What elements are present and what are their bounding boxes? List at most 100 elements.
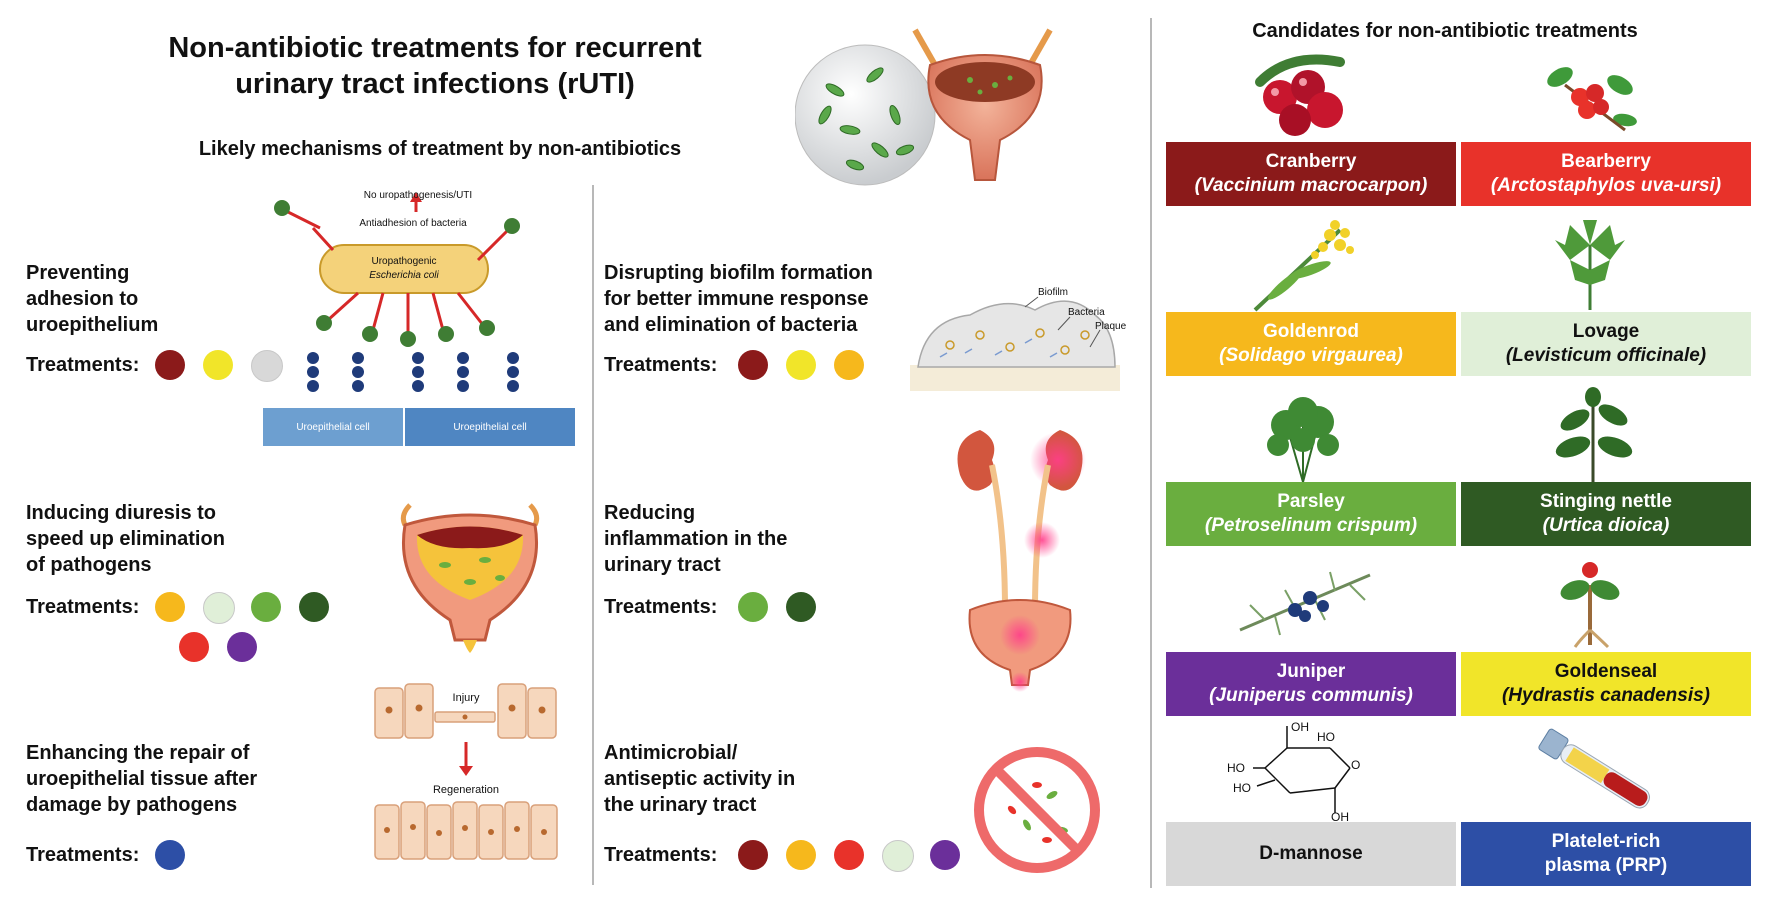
candidate-name-d-mannose: D-mannose <box>1259 843 1363 864</box>
mechanism-adhesion-line-1: Preventing <box>26 262 130 284</box>
mechanism-adhesion-line-2: adhesion to <box>26 288 139 310</box>
biofilm-label: Biofilm <box>1038 287 1069 298</box>
candidate-name-goldenrod: Goldenrod <box>1262 321 1360 342</box>
mannose-ho-left-2: HO <box>1233 781 1251 795</box>
treatment-dot-adhesion-3 <box>251 350 283 382</box>
stinging-nettle-icon <box>1555 387 1633 483</box>
tissue-repair-diagram: Injury Regeneration <box>370 680 565 880</box>
candidate-name-parsley: Parsley <box>1277 491 1345 512</box>
candidate-box-lovage: Lovage (Levisticum officinale) <box>1461 312 1751 376</box>
d-mannose-structure: OH HO O HO HO OH <box>1225 718 1385 824</box>
mannose-oh-bottom: OH <box>1331 810 1349 824</box>
treatment-dot-biofilm-1 <box>738 350 768 380</box>
mannose-o-ring: O <box>1351 758 1361 772</box>
candidates-title: Candidates for non-antibiotic treatments <box>1252 20 1638 42</box>
treatment-dot-biofilm-3 <box>834 350 864 380</box>
mechanism-inflammation-line-3: urinary tract <box>604 554 721 576</box>
candidate-sci-juniper: (Juniperus communis) <box>1209 685 1413 706</box>
mannose-oh-top: OH <box>1291 720 1309 734</box>
treatment-dot-adhesion-1 <box>155 350 185 380</box>
treatment-dot-antimicrobial-3 <box>834 840 864 870</box>
mechanism-diuresis-line-3: of pathogens <box>26 554 152 576</box>
candidate-name-bearberry: Bearberry <box>1561 151 1651 172</box>
title-line-1: Non-antibiotic treatments for recurrent <box>168 32 702 64</box>
juniper-icon <box>1239 571 1371 636</box>
bearberry-icon <box>1547 67 1637 132</box>
candidate-box-prp: Platelet-rich plasma (PRP) <box>1461 822 1751 886</box>
treatments-label-repair: Treatments: <box>26 844 140 866</box>
mechanism-repair-line-2: uroepithelial tissue after <box>26 768 258 790</box>
mechanism-inflammation-line-2: inflammation in the <box>604 528 788 550</box>
candidate-name-lovage: Lovage <box>1572 321 1640 342</box>
urinary-tract-illustration <box>957 430 1086 692</box>
candidate-sci-goldenrod: (Solidago virgaurea) <box>1219 345 1403 366</box>
bacteria-label: Bacteria <box>1068 307 1105 318</box>
mechanism-biofilm-line-1: Disrupting biofilm formation <box>604 262 873 284</box>
treatment-dot-biofilm-2 <box>786 350 816 380</box>
treatment-dot-diuresis-4 <box>299 592 329 622</box>
mechanism-adhesion: Preventing adhesion to uroepithelium <box>26 260 158 338</box>
candidate-name-prp: Platelet-rich <box>1551 831 1661 852</box>
candidate-name-juniper: Juniper <box>1276 661 1346 682</box>
injury-label: Injury <box>452 692 480 704</box>
treatment-dot-diuresis-5 <box>179 632 209 662</box>
candidate-box-goldenrod: Goldenrod (Solidago virgaurea) <box>1166 312 1456 376</box>
candidate-box-goldenseal: Goldenseal (Hydrastis canadensis) <box>1461 652 1751 716</box>
mechanism-antimicrobial-line-1: Antimicrobial/ <box>604 742 738 764</box>
treatments-label-antimicrobial: Treatments: <box>604 844 718 866</box>
mechanism-biofilm: Disrupting biofilm formation for better … <box>604 260 873 338</box>
no-uropathogenesis-label: No uropathogenesis/UTI <box>363 190 473 201</box>
lovage-icon <box>1555 220 1625 310</box>
bacteria-cells <box>818 67 915 171</box>
mechanisms-subtitle: Likely mechanisms of treatment by non-an… <box>198 138 682 160</box>
uroepithelial-cell-label-2: Uroepithelial cell <box>453 422 527 433</box>
main-title: Non-antibiotic treatments for recurrent … <box>90 30 780 102</box>
candidate-sci-cranberry: (Vaccinium macrocarpon) <box>1194 175 1428 196</box>
candidate-sci-goldenseal: (Hydrastis canadensis) <box>1501 685 1711 706</box>
mechanism-repair-line-3: damage by pathogens <box>26 794 238 816</box>
candidate-box-parsley: Parsley (Petroselinum crispum) <box>1166 482 1456 546</box>
candidate-name-cranberry: Cranberry <box>1265 151 1357 172</box>
middle-divider <box>592 185 594 885</box>
candidate-sci-prp: plasma (PRP) <box>1544 855 1668 876</box>
biofilm-diagram: Biofilm Bacteria Plaque <box>910 285 1127 395</box>
mechanism-diuresis-line-1: Inducing diuresis to <box>26 502 217 524</box>
candidate-name-goldenseal: Goldenseal <box>1554 661 1658 682</box>
treatment-dot-antimicrobial-5 <box>930 840 960 870</box>
uroepithelial-cell-label-1: Uroepithelial cell <box>296 422 370 433</box>
treatment-dot-inflammation-2 <box>786 592 816 622</box>
mechanism-biofilm-line-3: and elimination of bacteria <box>604 314 858 336</box>
parsley-icon <box>1267 397 1339 483</box>
mechanism-inflammation-line-1: Reducing <box>604 502 696 524</box>
mechanism-adhesion-line-3: uroepithelium <box>26 314 159 336</box>
mannose-ho-left-1: HO <box>1227 761 1245 775</box>
bacteria-sphere <box>795 44 936 186</box>
mechanism-biofilm-line-2: for better immune response <box>604 288 869 310</box>
plaque-label: Plaque <box>1095 321 1127 332</box>
candidate-box-stinging-nettle: Stinging nettle (Urtica dioica) <box>1461 482 1751 546</box>
cranberry-icon <box>1255 54 1345 136</box>
treatments-label-adhesion: Treatments: <box>26 354 140 376</box>
candidate-sci-parsley: (Petroselinum crispum) <box>1204 515 1418 536</box>
goldenseal-icon <box>1560 562 1620 649</box>
mechanism-diuresis: Inducing diuresis to speed up eliminatio… <box>26 500 225 578</box>
treatment-dot-antimicrobial-2 <box>786 840 816 870</box>
candidate-box-cranberry: Cranberry (Vaccinium macrocarpon) <box>1166 142 1456 206</box>
goldenrod-icon <box>1253 220 1354 312</box>
candidate-name-stinging-nettle: Stinging nettle <box>1540 491 1672 512</box>
treatment-dot-diuresis-1 <box>155 592 185 622</box>
candidate-box-juniper: Juniper (Juniperus communis) <box>1166 652 1456 716</box>
candidate-box-d-mannose: D-mannose <box>1166 822 1456 886</box>
candidate-sci-lovage: (Levisticum officinale) <box>1505 345 1707 366</box>
treatment-dot-antimicrobial-4 <box>882 840 914 872</box>
mechanism-antimicrobial-line-2: antiseptic activity in <box>604 768 796 790</box>
candidate-sci-stinging-nettle: (Urtica dioica) <box>1542 515 1670 536</box>
bacteria-bladder-illustration <box>795 28 1053 186</box>
treatment-dot-diuresis-2 <box>203 592 235 624</box>
mechanism-antimicrobial-line-3: the urinary tract <box>604 794 757 816</box>
mannose-ho-right: HO <box>1317 730 1335 744</box>
mechanism-repair-line-1: Enhancing the repair of <box>26 742 250 764</box>
diuresis-bladder-illustration <box>400 503 540 653</box>
bacterium-label-1: Uropathogenic <box>371 256 437 267</box>
treatment-dot-diuresis-6 <box>227 632 257 662</box>
